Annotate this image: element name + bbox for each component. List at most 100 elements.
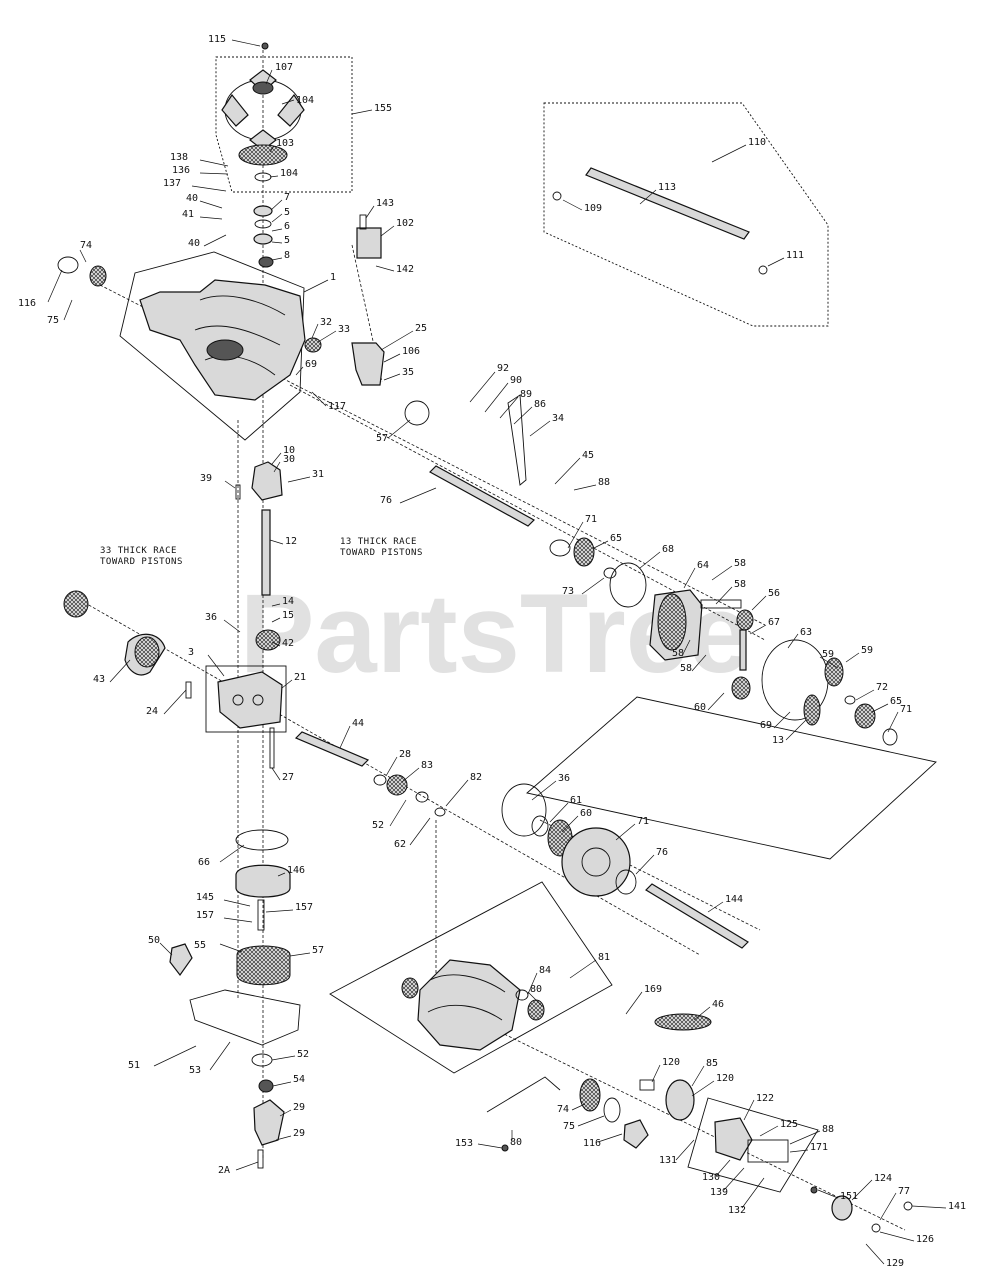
callout-leader xyxy=(871,703,889,713)
callout-label: 29 xyxy=(293,1128,305,1139)
callout-label: 106 xyxy=(402,346,420,357)
callout-leader xyxy=(469,371,496,403)
callout-label: 120 xyxy=(662,1057,680,1068)
upper-housing xyxy=(57,214,385,401)
callout-label: 60 xyxy=(694,702,706,713)
callout-leader xyxy=(715,586,733,605)
callout-label: 115 xyxy=(208,34,226,45)
note-33-toward-pistons: TOWARD PISTONS xyxy=(100,557,183,567)
callout-label: 122 xyxy=(756,1093,774,1104)
callout-leader xyxy=(273,461,281,473)
callout-leader xyxy=(569,959,597,979)
callout-label: 59 xyxy=(822,649,834,660)
callout-leader xyxy=(527,972,538,995)
callout-label: 71 xyxy=(637,816,649,827)
callout-label: 88 xyxy=(822,1124,834,1135)
callout-label: 138 xyxy=(170,152,188,163)
callout-label: 126 xyxy=(916,1234,934,1245)
callout-leader xyxy=(224,480,236,489)
callout-label: 142 xyxy=(396,264,414,275)
callout-label: 57 xyxy=(376,433,388,444)
callout-leader xyxy=(529,420,551,437)
callout-label: 10 xyxy=(283,445,295,456)
callout-leader xyxy=(269,175,279,178)
callout-label: 80 xyxy=(510,1137,522,1148)
callout-label: 102 xyxy=(396,218,414,229)
callout-label: 39 xyxy=(200,473,212,484)
callout-leader xyxy=(375,265,395,272)
callout-label: 111 xyxy=(786,250,804,261)
callout-label: 116 xyxy=(18,298,36,309)
callout-leader xyxy=(767,257,785,267)
callout-leader xyxy=(191,185,227,192)
callout-leader xyxy=(887,711,899,733)
callout-leader xyxy=(277,872,286,877)
note-13-toward-pistons: TOWARD PISTONS xyxy=(340,548,423,558)
callout-leader xyxy=(271,641,281,647)
callout-label: 71 xyxy=(585,514,597,525)
callout-label: 5 xyxy=(284,207,290,218)
callout-leader xyxy=(531,780,557,801)
callout-leader xyxy=(199,172,229,175)
lower-pump xyxy=(169,829,301,1169)
callout-label: 151 xyxy=(840,1191,858,1202)
callout-leader xyxy=(387,419,411,439)
callout-leader xyxy=(562,199,583,211)
callout-label: 171 xyxy=(810,1142,828,1153)
lower-housing-box xyxy=(329,881,613,1074)
callout-label: 117 xyxy=(328,401,346,412)
callout-leader xyxy=(153,1045,197,1067)
callout-leader xyxy=(773,711,791,729)
callout-label: 40 xyxy=(186,193,198,204)
callout-leader xyxy=(269,539,284,545)
callout-label: 76 xyxy=(380,495,392,506)
group-boxes xyxy=(119,56,937,1193)
callout-leader xyxy=(271,213,283,223)
note-33-thick-race: 33 THICK RACE xyxy=(100,546,177,556)
callout-leader xyxy=(787,633,799,649)
callout-label: 51 xyxy=(128,1060,140,1071)
callout-label: 77 xyxy=(898,1186,910,1197)
callout-label: 145 xyxy=(196,892,214,903)
callout-label: 12 xyxy=(285,536,297,547)
callout-leader xyxy=(47,269,63,303)
callout-leader xyxy=(635,854,655,875)
callout-label: 82 xyxy=(470,772,482,783)
callout-leader xyxy=(385,756,398,777)
callout-label: 129 xyxy=(886,1258,904,1269)
callout-label: 14 xyxy=(282,596,294,607)
kit-group-box xyxy=(543,102,829,327)
callout-leader xyxy=(159,942,173,956)
callout-label: 29 xyxy=(293,1102,305,1113)
callout-leader xyxy=(271,767,281,781)
lower-housing xyxy=(401,959,712,1152)
callout-leader xyxy=(845,652,860,663)
callout-leader xyxy=(219,844,245,863)
callout-leader xyxy=(675,1139,695,1161)
callout-leader xyxy=(79,249,87,263)
callout-label: 33 xyxy=(338,324,350,335)
housing-group-box xyxy=(119,251,305,441)
callout-label: 27 xyxy=(282,772,294,783)
callout-leader xyxy=(707,692,725,711)
callout-leader xyxy=(879,1192,897,1221)
callout-leader xyxy=(281,99,295,105)
callout-leader xyxy=(271,228,283,232)
callout-label: 146 xyxy=(287,865,305,876)
callout-leader xyxy=(270,199,283,211)
callout-leader xyxy=(199,200,223,209)
callout-leader xyxy=(295,366,304,376)
callout-label: 72 xyxy=(876,682,888,693)
callout-leader xyxy=(819,656,839,669)
callout-leader xyxy=(743,1099,755,1121)
callout-label: 58 xyxy=(672,648,684,659)
callout-leader xyxy=(339,725,351,749)
callout-label: 54 xyxy=(293,1074,305,1085)
callout-label: 52 xyxy=(372,820,384,831)
callout-label: 132 xyxy=(728,1205,746,1216)
callout-leader xyxy=(851,1179,873,1201)
callout-label: 55 xyxy=(194,940,206,951)
callout-label: 110 xyxy=(748,137,766,148)
callout-leader xyxy=(207,654,225,677)
callout-leader xyxy=(711,144,747,163)
